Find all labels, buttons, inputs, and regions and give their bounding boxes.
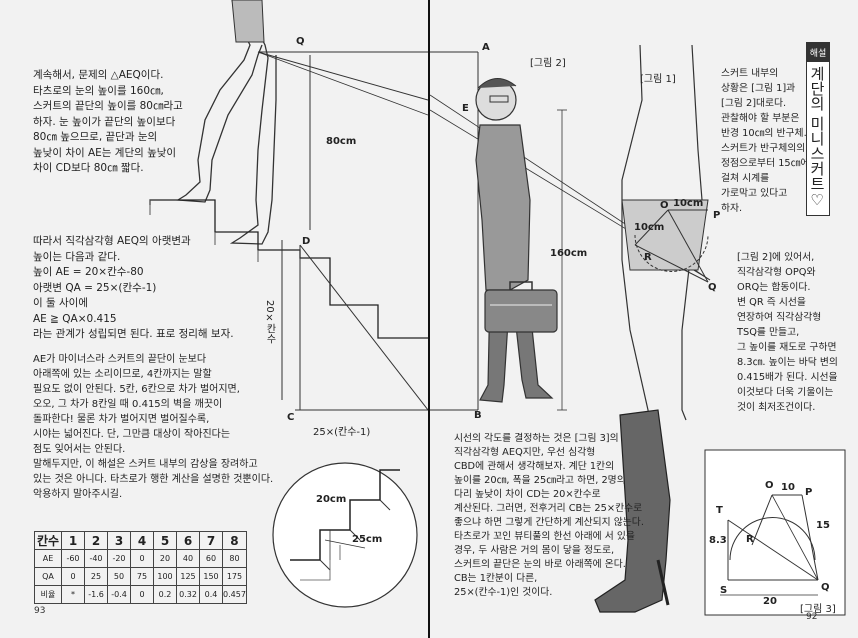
side-title: 계단의 미니스커트♡ [808, 66, 826, 209]
table-cell: 0 [130, 549, 154, 568]
label-80cm: 80cm [326, 136, 357, 147]
table-cell: -0.4 [107, 585, 131, 604]
label-e: E [462, 103, 469, 114]
label-stairs-horizontal: 25×(칸수-1) [313, 427, 371, 438]
table-cell: 6 [176, 531, 200, 550]
fig3-label-r: R [746, 534, 754, 545]
table-cell: -60 [61, 549, 85, 568]
fig1-label-r2: 10cm [634, 222, 665, 233]
fig3-label-20: 20 [763, 596, 777, 607]
label-step-height: 20cm [316, 494, 347, 505]
table-cell: 25 [84, 567, 108, 586]
fig1-label: [그림 1] [640, 74, 676, 85]
fig3-label-15: 15 [816, 520, 830, 531]
explanation-a: 스커트 내부의 상황은 [그림 1]과 [그림 2]대로다. 관찰해야 할 부분… [721, 68, 810, 214]
table-cell: 125 [176, 567, 200, 586]
fig3-label-p: P [805, 487, 813, 498]
table-row: 비율 * -1.6 -0.4 0 0.2 0.32 0.4 0.457 [34, 585, 247, 604]
label-stairs-vertical: 20×칸수 [264, 300, 275, 344]
table-cell: QA [34, 567, 62, 586]
table-cell: 4 [130, 531, 154, 550]
page-gutter [428, 0, 430, 638]
label-a: A [482, 42, 490, 53]
table-cell: 0.457 [222, 585, 247, 604]
table-cell: 3 [107, 531, 131, 550]
intro-paragraph: 계속해서, 문제의 △AEQ이다. 타츠로의 눈의 높이를 160㎝, 스커트의… [33, 69, 183, 174]
fig3-label-o: O [765, 480, 774, 491]
table-cell: 칸수 [34, 531, 62, 550]
label-d: D [302, 236, 311, 247]
table-cell: 80 [222, 549, 247, 568]
table-cell: 75 [130, 567, 154, 586]
table-cell: 0.32 [176, 585, 200, 604]
table-cell: 7 [199, 531, 223, 550]
side-tag: 해설 [807, 43, 829, 62]
fig3-label: [그림 3] [800, 604, 836, 615]
table-cell: AE [34, 549, 62, 568]
table-cell: 40 [176, 549, 200, 568]
fig3-label-q: Q [821, 582, 830, 593]
table-cell: * [61, 585, 85, 604]
fig1-label-o: O [660, 200, 669, 211]
table-row: QA 0 25 50 75 100 125 150 175 [34, 567, 247, 586]
page-number-left: 93 [34, 606, 46, 616]
table-cell: 비율 [34, 585, 62, 604]
label-step-width: 25cm [352, 534, 383, 545]
label-c: C [287, 412, 295, 423]
fig3-label-10: 10 [781, 482, 795, 493]
stairs-illustration [149, 0, 428, 608]
figures-illustration [430, 44, 846, 616]
fig1-label-r: R [644, 252, 652, 263]
formula-paragraph: 따라서 직각삼각형 AEQ의 아랫변과 높이는 다음과 같다. 높이 AE = … [33, 235, 234, 340]
table-cell: -20 [107, 549, 131, 568]
table-cell: 0 [61, 567, 85, 586]
table-cell: 20 [153, 549, 177, 568]
table-cell: -1.6 [84, 585, 108, 604]
label-b: B [474, 410, 482, 421]
label-160cm: 160cm [550, 248, 588, 259]
fig3-label-s: S [720, 585, 728, 596]
ratio-table: 칸수 1 2 3 4 5 6 7 8 AE -60 -40 -20 0 20 4… [34, 531, 247, 604]
fig3-label-t: T [716, 505, 723, 516]
table-cell: 60 [199, 549, 223, 568]
explanation-c: 시선의 각도를 결정하는 것은 [그림 3]의 직각삼각형 AEQ지만, 우선 … [454, 433, 644, 598]
table-cell: 1 [61, 531, 85, 550]
fig2-label: [그림 2] [530, 58, 566, 69]
fig1-label-q: Q [708, 282, 717, 293]
left-page: 계속해서, 문제의 △AEQ이다. 타츠로의 눈의 높이를 160㎝, 스커트의… [0, 0, 428, 638]
table-cell: 0.2 [153, 585, 177, 604]
table-cell: 8 [222, 531, 247, 550]
table-row: AE -60 -40 -20 0 20 40 60 80 [34, 549, 247, 568]
table-cell: 2 [84, 531, 108, 550]
table-cell: 5 [153, 531, 177, 550]
table-cell: 0 [130, 585, 154, 604]
table-cell: 50 [107, 567, 131, 586]
label-q: Q [296, 36, 305, 47]
page-number-right: 92 [806, 612, 818, 622]
fig1-label-p: P [713, 210, 721, 221]
table-cell: 175 [222, 567, 247, 586]
explanation-b: [그림 2]에 있어서, 직각삼각형 OPQ와 ORQ는 합동이다. 변 QR … [737, 252, 838, 413]
analysis-paragraph: AE가 마이너스라 스커트의 끝단이 눈보다 아래쪽에 있는 소리이므로, 4칸… [33, 354, 274, 500]
table-cell: 100 [153, 567, 177, 586]
fig1-label-r1: 10cm [673, 198, 704, 209]
table-header-row: 칸수 1 2 3 4 5 6 7 8 [34, 531, 247, 550]
table-cell: -40 [84, 549, 108, 568]
fig3-label-83: 8.3 [709, 535, 727, 546]
table-cell: 150 [199, 567, 223, 586]
right-page: [그림 2] [그림 1] 160cm A E B O P R Q 10cm 1… [430, 0, 858, 638]
table-cell: 0.4 [199, 585, 223, 604]
side-title-box: 해설 계단의 미니스커트♡ [806, 42, 830, 216]
